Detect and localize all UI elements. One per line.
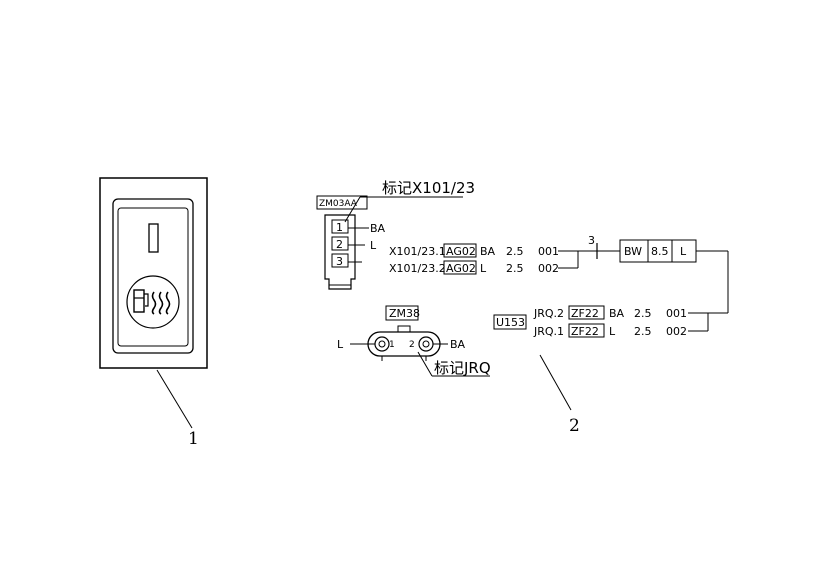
wire-x101-2-color: L (480, 262, 487, 275)
wire-x101-1-code-box (443, 243, 477, 258)
wire-jrq-1-label: JRQ.1 (533, 325, 564, 338)
splice-color: BW (624, 245, 642, 258)
marker-jrq-leader (417, 351, 433, 377)
pin-1-color: BA (370, 222, 386, 235)
switch-rocker-inner (117, 207, 189, 347)
wire-x101-1-label: X101/23.1 (389, 245, 446, 258)
zm03aa-label: ZM03AA (319, 199, 358, 209)
pin-2: 2 (336, 238, 343, 251)
wire-jrq-1-code: ZF22 (571, 325, 599, 338)
wire-x101-2-gauge: 2.5 (506, 262, 524, 275)
callout-1: 1 (188, 429, 199, 449)
switch-housing (99, 177, 208, 369)
wire-jrq-2-code-box (568, 305, 605, 320)
zm38-right-color: BA (450, 338, 466, 351)
zm38-box (385, 305, 419, 321)
pin-1: 1 (336, 221, 343, 234)
marker-jrq-label: 标记JRQ (434, 359, 491, 377)
wire-jrq-1-color: L (609, 325, 616, 338)
rocker-switch (99, 177, 208, 369)
wire-x101-1-color: BA (480, 245, 496, 258)
zm03aa-box (316, 195, 368, 210)
wire-x101-2-label: X101/23.2 (389, 262, 446, 275)
zm38-connector-body (367, 325, 441, 361)
pin-box-2 (331, 236, 349, 251)
wire-jrq-1-id: 002 (666, 325, 687, 338)
zm38-left-color: L (337, 338, 344, 351)
zm38-pin-1: 1 (389, 340, 395, 350)
callout-2: 2 (569, 416, 580, 436)
wire-jrq-2-color: BA (609, 307, 625, 320)
pin-box-3 (331, 253, 349, 268)
switch-rocker (112, 198, 194, 354)
indicator-window (148, 223, 159, 253)
marker-x101-label: 标记X101/23 (382, 179, 475, 197)
wire-jrq-1-gauge: 2.5 (634, 325, 652, 338)
callout-leader-1 (156, 369, 193, 429)
marker-x101-leader (344, 196, 361, 223)
x101-merge-lines (558, 243, 620, 269)
wire-jrq-1-code-box (568, 323, 605, 338)
wire-x101-2-id: 002 (538, 262, 559, 275)
u153-label: U153 (496, 316, 525, 329)
wire-x101-1-id: 001 (538, 245, 559, 258)
u153-box (493, 314, 527, 330)
zm38-pin-2: 2 (409, 340, 415, 350)
fuel-heater-icon (126, 275, 180, 329)
wire-x101-2-code: AG02 (446, 262, 476, 275)
splice-number: 3 (588, 234, 595, 247)
splice-gauge: 8.5 (651, 245, 669, 258)
wire-x101-1-code: AG02 (446, 245, 476, 258)
zm03aa-connector-body (324, 214, 356, 290)
wire-jrq-2-gauge: 2.5 (634, 307, 652, 320)
wire-jrq-2-id: 001 (666, 307, 687, 320)
wire-x101-1-gauge: 2.5 (506, 245, 524, 258)
callout-leader-2 (539, 354, 572, 411)
pin-3: 3 (336, 255, 343, 268)
wire-jrq-2-label: JRQ.2 (533, 307, 564, 320)
wire-x101-2-code-box (443, 260, 477, 275)
splice-suffix: L (680, 245, 687, 258)
wire-jrq-2-code: ZF22 (571, 307, 599, 320)
pin-box-1 (331, 219, 349, 234)
pin-2-color: L (370, 239, 377, 252)
splice-to-jrq-lines (688, 250, 729, 332)
zm38-label: ZM38 (389, 307, 420, 320)
